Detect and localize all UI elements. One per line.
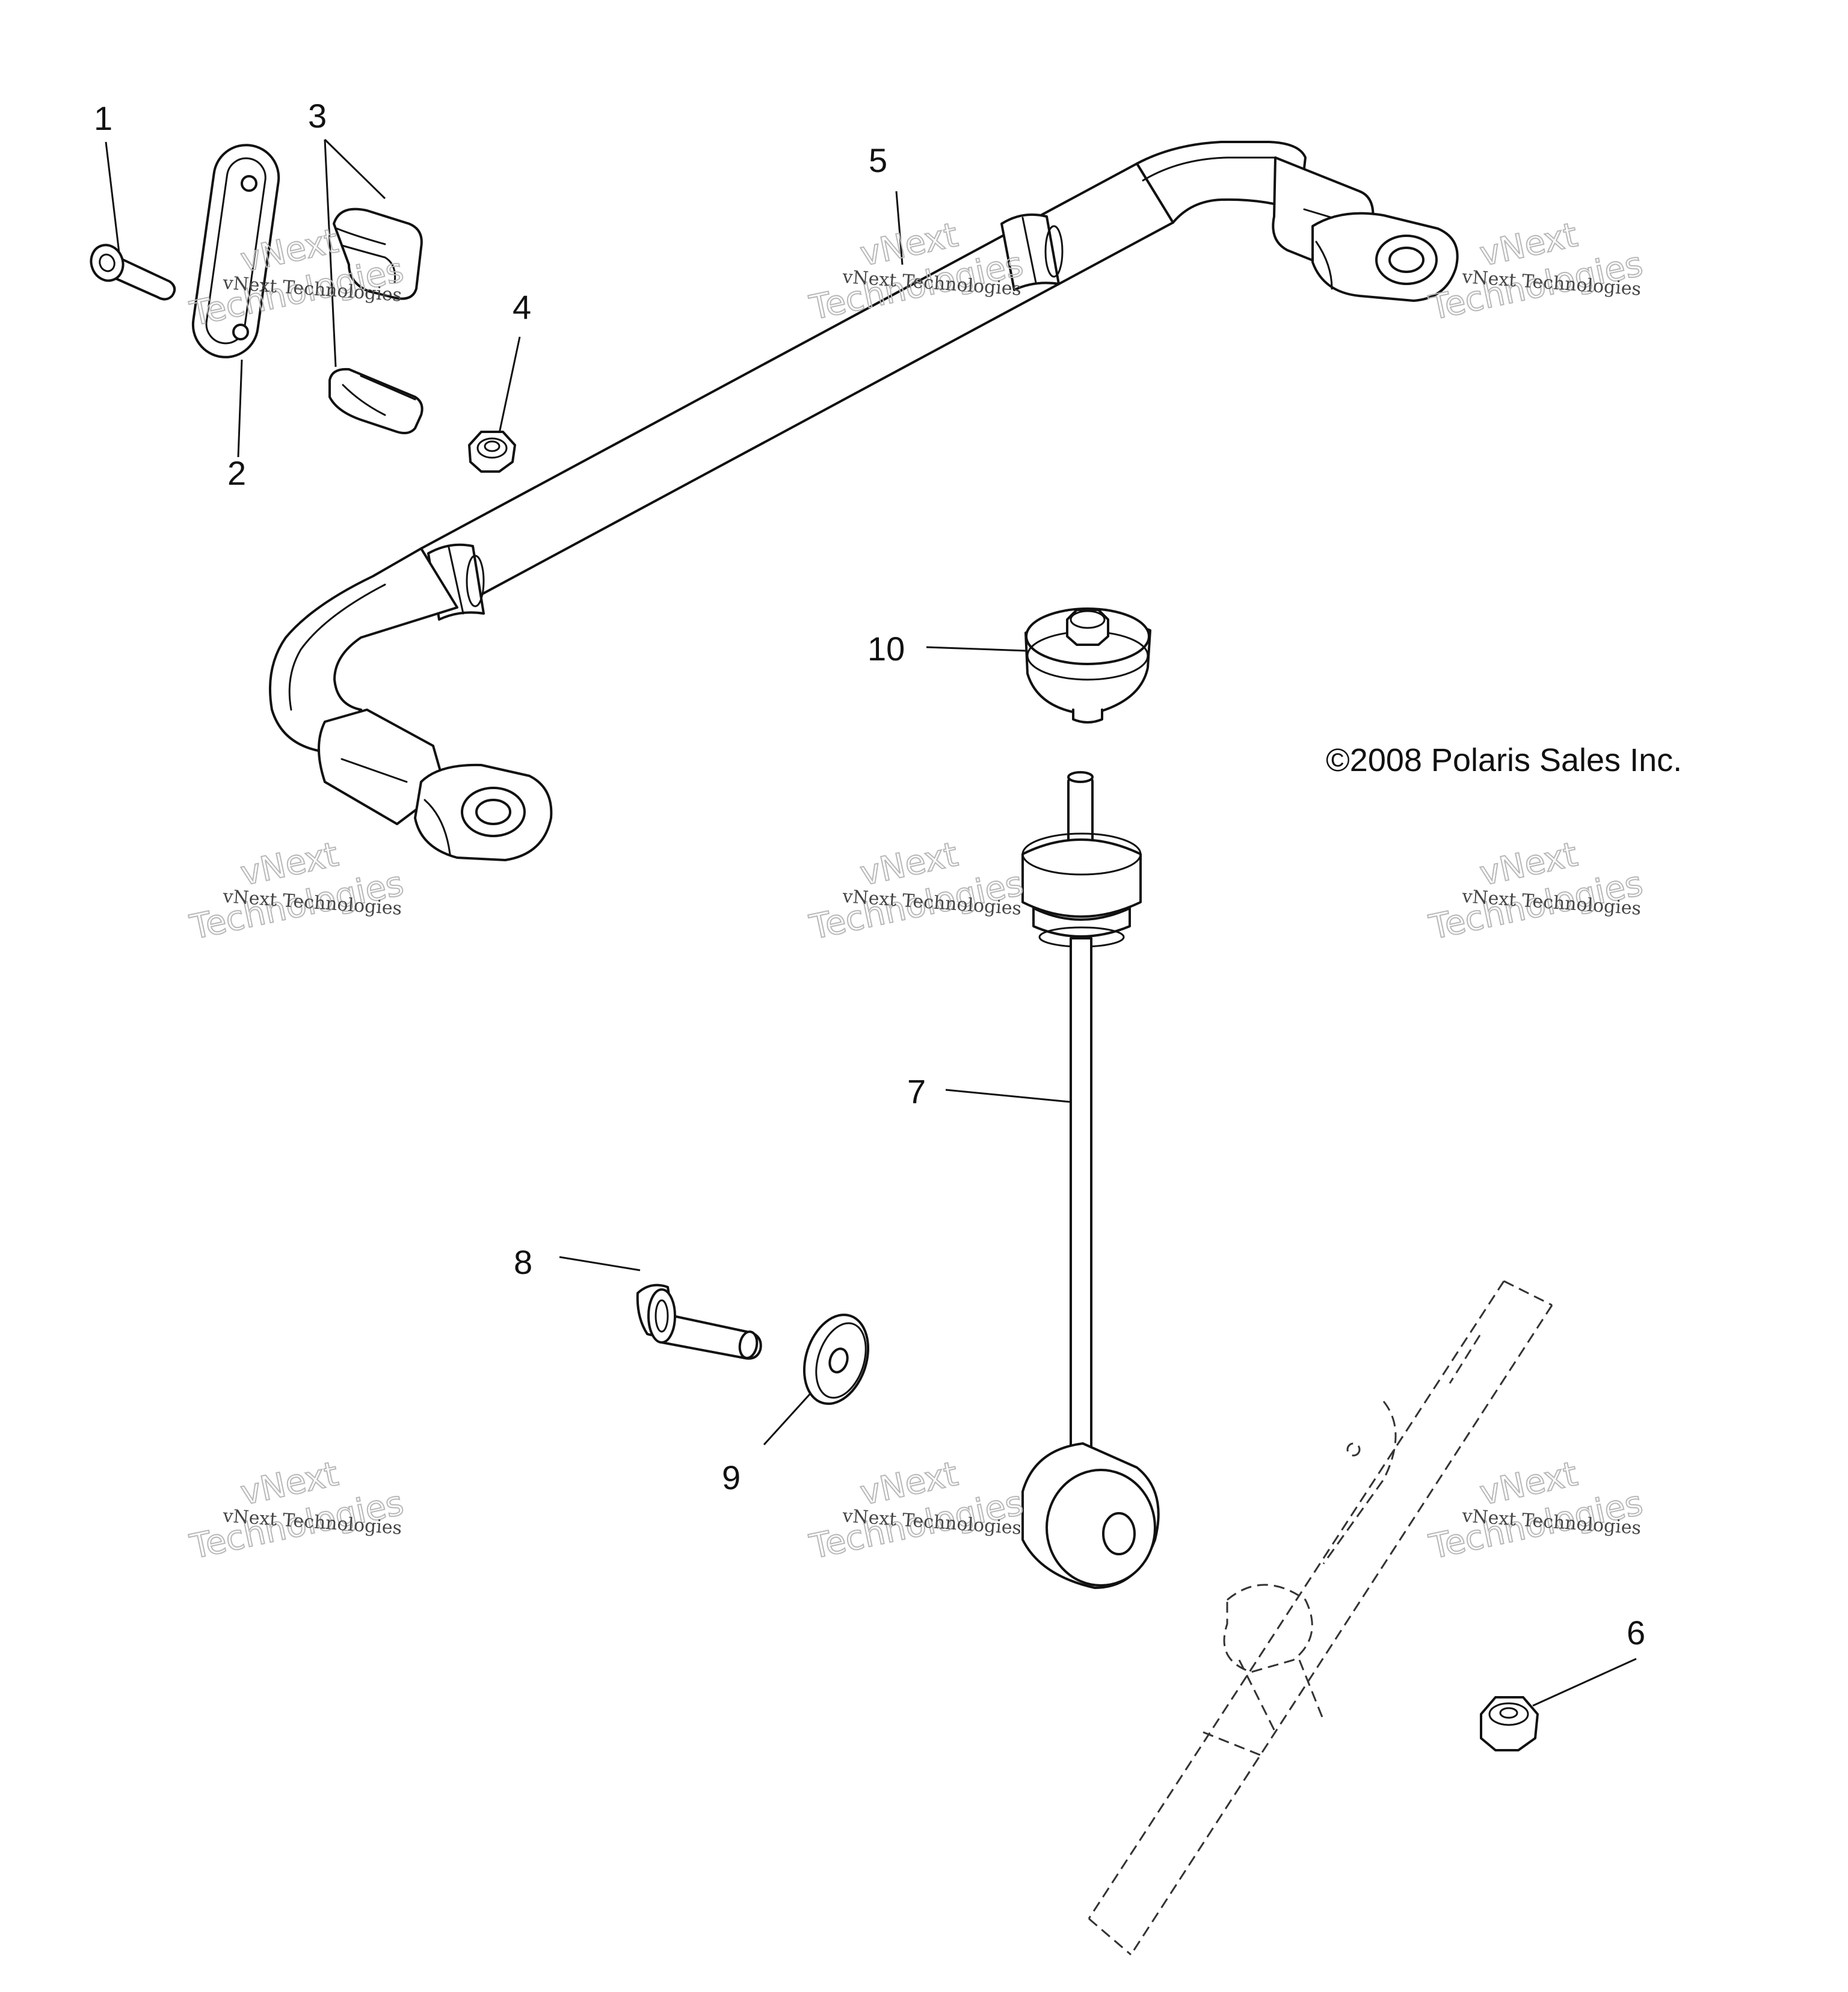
callout-labels: 1 2 3 4 5 6 7 8 9 10 [94,97,1645,1652]
copyright-notice: ©2008 Polaris Sales Inc. [1326,742,1682,778]
part-10-bushing [1024,607,1151,724]
watermark: vNext Technologies vNext Technologies [1425,215,1646,328]
watermark: vNext Technologies vNext Technologies [805,1454,1027,1567]
callout-9: 9 [722,1459,741,1496]
part-1-bolt [90,244,176,301]
watermark: vNext Technologies vNext Technologies [805,834,1027,948]
part-7-end-link [1021,771,1160,1589]
part-4-nut [468,431,516,473]
leader-lines [105,138,1637,1707]
frame-phantom [1088,1280,1553,1956]
callout-1: 1 [94,99,112,137]
part-9-washer [802,1314,870,1405]
callout-5: 5 [869,141,887,179]
watermarks: vNext Technologies vNext Technologies vN… [186,215,1646,1567]
watermark: vNext Technologies vNext Technologies [186,834,407,948]
watermark: vNext Technologies vNext Technologies [186,1454,407,1567]
watermark: vNext Technologies vNext Technologies [1425,1454,1646,1567]
callout-7: 7 [907,1072,926,1110]
part-3-bushing-lower [328,367,424,434]
callout-2: 2 [227,454,246,492]
callout-8: 8 [514,1243,532,1281]
part-3-bushing-upper [333,208,423,300]
part-6-nut [1480,1696,1539,1751]
watermark: vNext Technologies vNext Technologies [1425,834,1646,948]
callout-4: 4 [513,288,531,326]
part-8-bolt [636,1283,762,1360]
callout-3: 3 [308,97,327,135]
callout-10: 10 [867,630,905,668]
callout-6: 6 [1627,1614,1645,1652]
part-5-sway-bar [268,141,1459,861]
part-2-plate [191,144,280,358]
